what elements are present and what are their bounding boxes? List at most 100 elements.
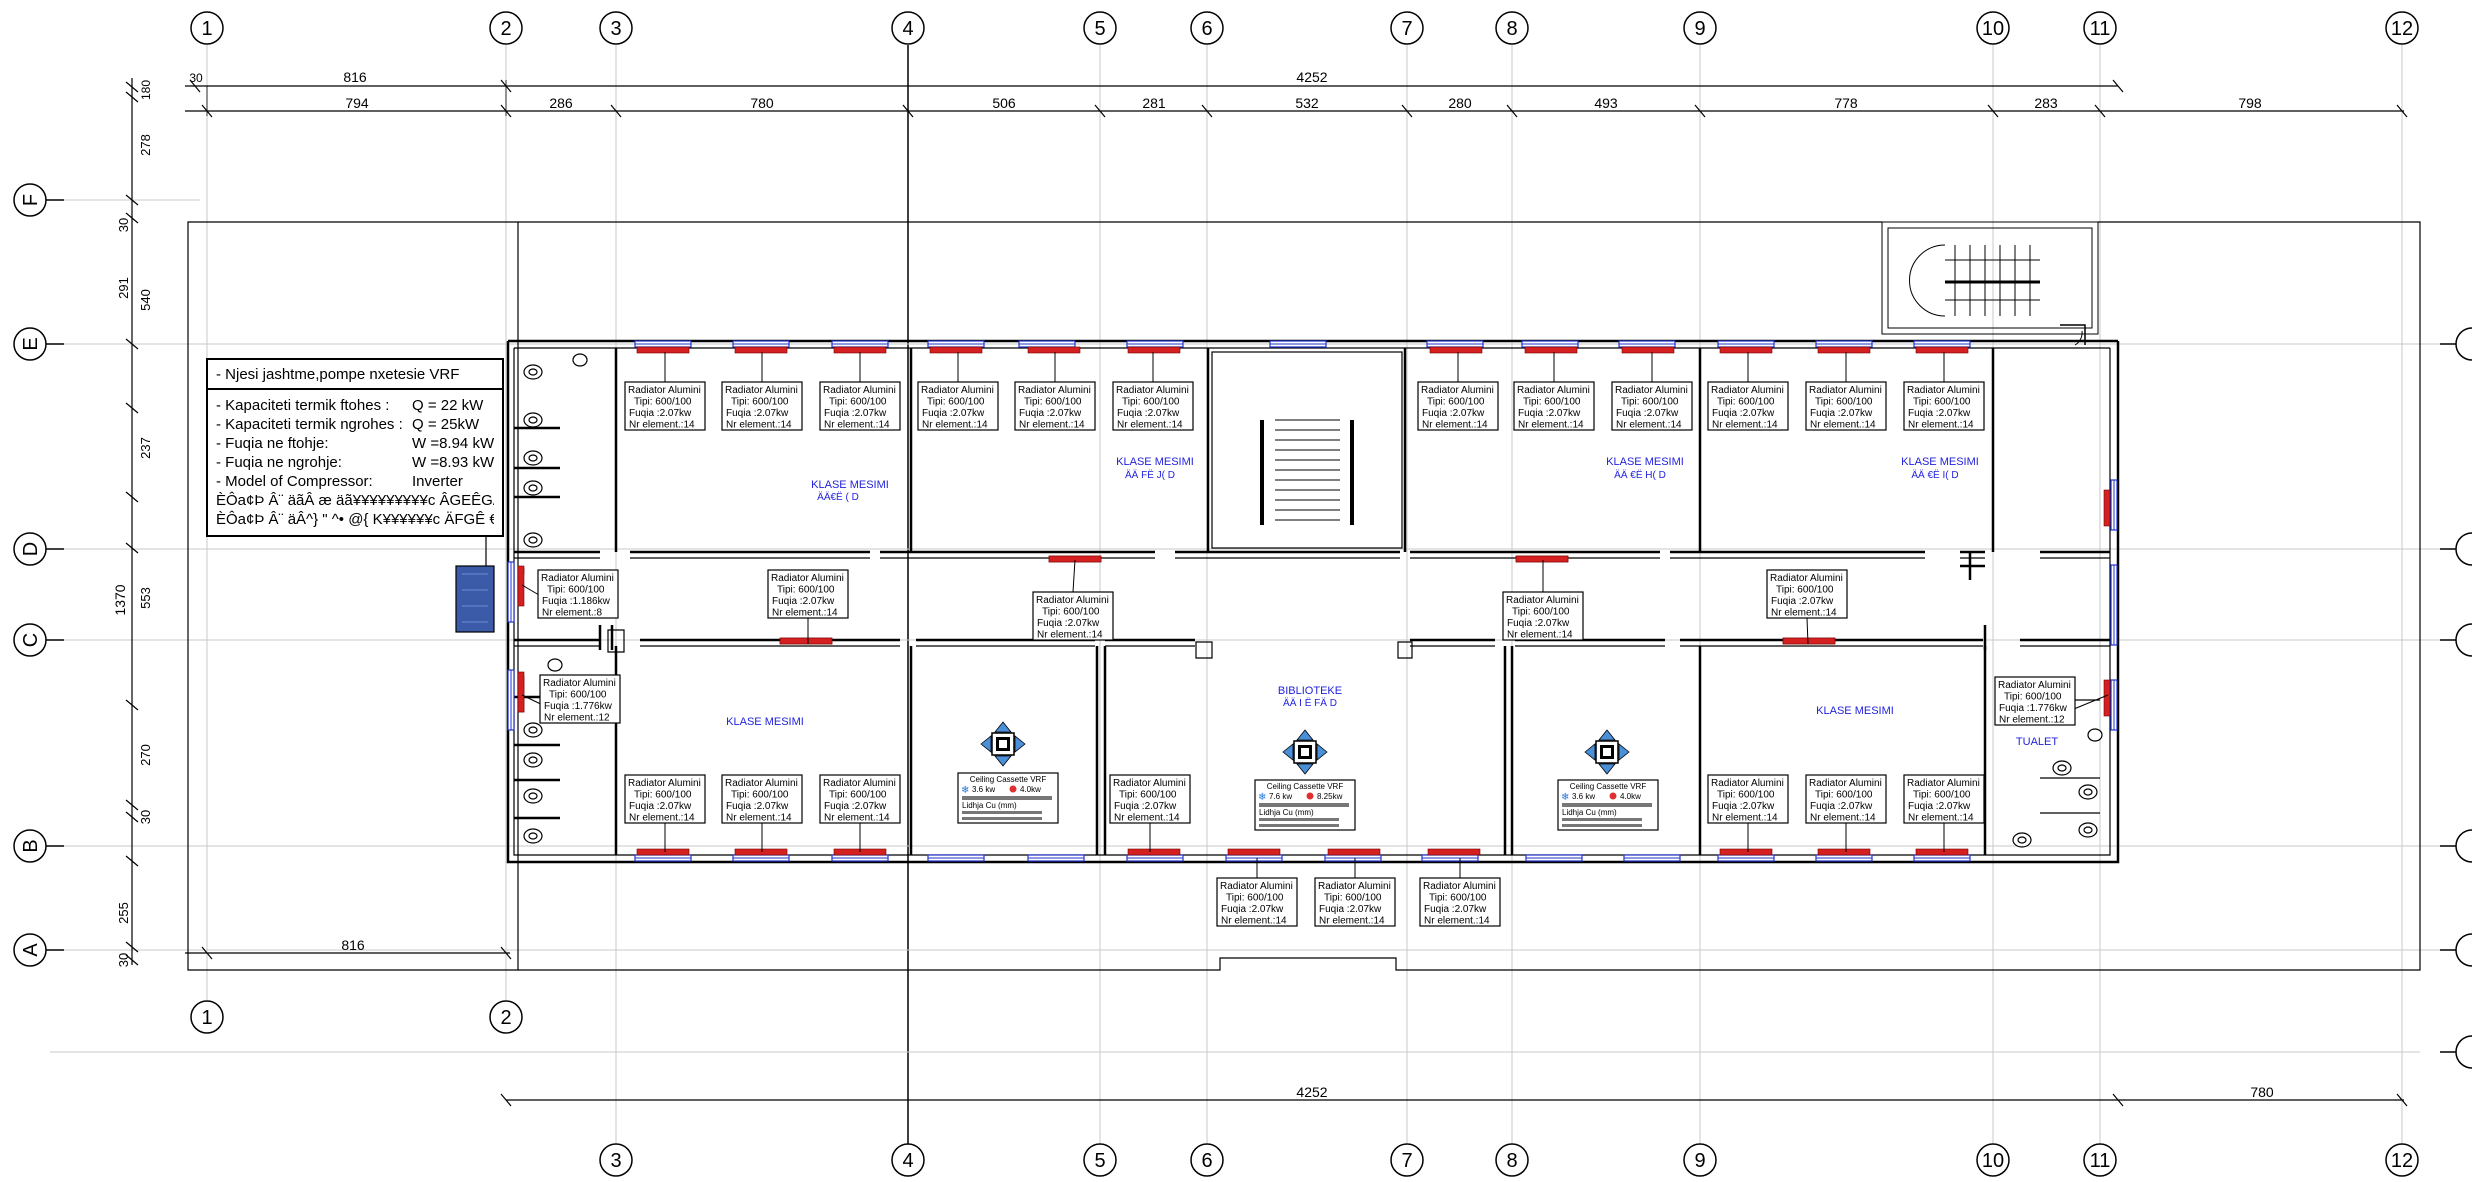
legend-rows: - Kapaciteti termik ftohes :Q = 22 kW - … xyxy=(208,390,502,535)
legend-row: - Fuqia ne ftohje:W =8.94 kW xyxy=(216,434,494,453)
radiator-label-line: Radiator Alumini xyxy=(1998,680,2071,691)
window xyxy=(927,854,985,862)
grid-bubble-label: 12 xyxy=(2391,1150,2413,1172)
grid-bubble-label: 4 xyxy=(902,1150,913,1172)
grid-bubble-label: 10 xyxy=(1982,18,2004,40)
legend-label: - Kapaciteti termik ngrohes : xyxy=(216,416,403,433)
cassette-title: Ceiling Cassette VRF xyxy=(1267,782,1344,791)
snowflake-icon: ❄ xyxy=(961,785,969,796)
grid-bubble-11: 11 xyxy=(2083,11,2117,45)
radiator-unit xyxy=(779,637,833,645)
radiator-unit xyxy=(1915,848,1969,856)
radiator-label-line: Nr element.:14 xyxy=(1319,916,1385,927)
window xyxy=(1717,854,1775,862)
radiator-label-line: Radiator Alumini xyxy=(1018,385,1091,396)
radiator-label-line: Radiator Alumini xyxy=(1113,778,1186,789)
grid-bubble-label: 4 xyxy=(902,18,913,40)
legend-value: Q = 22 kW xyxy=(412,397,484,414)
radiator-label-line: Nr element.:14 xyxy=(726,813,792,824)
grid-bubble-1: 1 xyxy=(190,1000,224,1034)
radiator-label-line: Fuqia :2.07kw xyxy=(1037,618,1100,629)
grid-bubble-5: 5 xyxy=(1083,1143,1117,1177)
radiator-label-line: Tipi: 600/100 xyxy=(549,690,607,701)
radiator-label-line: Radiator Alumini xyxy=(1809,385,1882,396)
radiator-label-line: Nr element.:14 xyxy=(629,813,695,824)
radiator-unit xyxy=(1127,346,1181,354)
window xyxy=(1815,340,1873,348)
radiator-unit xyxy=(1515,555,1569,563)
radiator-label-line: Tipi: 600/100 xyxy=(731,397,789,408)
radiator-label-line: Radiator Alumini xyxy=(921,385,994,396)
room-code: ÄÄ€Ë ( D xyxy=(817,491,859,503)
radiator-unit xyxy=(1719,848,1773,856)
radiator-unit xyxy=(1719,346,1773,354)
dimension-text: 816 xyxy=(341,937,365,953)
grid-bubble-7: 7 xyxy=(1390,11,1424,45)
dimension-text: 278 xyxy=(138,134,153,156)
radiator-label-line: Nr element.:14 xyxy=(922,420,988,431)
room-code: ÄÄ I Ë FÄ D xyxy=(1283,697,1337,709)
dimension-text: 280 xyxy=(1448,95,1472,111)
grid-bubble-label: E xyxy=(20,337,42,350)
grid-bubble-1: 1 xyxy=(190,11,224,45)
radiator-label-line: Fuqia :2.07kw xyxy=(1114,801,1177,812)
dimension-text: 1370 xyxy=(112,584,128,615)
grid-bubble-label: B xyxy=(20,839,42,852)
grid-bubble-label: 7 xyxy=(1401,18,1412,40)
radiator-label-line: Radiator Alumini xyxy=(1711,778,1784,789)
grid-bubble-9: 9 xyxy=(1683,1143,1717,1177)
grid-axes-horizontal xyxy=(50,199,2472,1053)
dimension-text: 30 xyxy=(116,218,131,232)
window xyxy=(1618,340,1676,348)
radiator-label-line: Fuqia :2.07kw xyxy=(726,408,789,419)
dimension-text: 798 xyxy=(2238,95,2262,111)
window xyxy=(1426,340,1484,348)
grid-bubble-label: D xyxy=(20,542,42,556)
radiator-label-line: Radiator Alumini xyxy=(1116,385,1189,396)
dimension-text: 780 xyxy=(2250,1084,2274,1100)
legend-code-line: ÈÔa¢Þ Â¨ äÂ^} " ^• @{ K¥¥¥¥¥¥c ÄFGÊ €Ä { xyxy=(216,511,494,528)
legend-row: - Fuqia ne ngrohje:W =8.93 kW xyxy=(216,453,494,472)
window xyxy=(507,561,515,623)
radiator-label-line: Fuqia :2.07kw xyxy=(1810,801,1873,812)
window xyxy=(1421,854,1479,862)
radiator-label-line: Radiator Alumini xyxy=(1517,385,1590,396)
dimension-text: 506 xyxy=(992,95,1016,111)
grid-bubble-label: 10 xyxy=(1982,1150,2004,1172)
radiator-label-line: Tipi: 600/100 xyxy=(1512,607,1570,618)
radiator-label-line: Nr element.:14 xyxy=(1712,813,1778,824)
radiator-unit xyxy=(1027,346,1081,354)
grid-bubble-label: 12 xyxy=(2391,18,2413,40)
room-label: KLASE MESIMI xyxy=(811,479,889,491)
grid-axes-vertical xyxy=(206,45,2403,1150)
radiator-label-line: Nr element.:14 xyxy=(824,813,890,824)
dimension-text: 281 xyxy=(1142,95,1166,111)
radiator-label-line: Nr element.:14 xyxy=(1908,420,1974,431)
legend-row: - Kapaciteti termik ngrohes :Q = 25kW xyxy=(216,415,494,434)
radiator-unit xyxy=(1621,346,1675,354)
radiator-label-line: Nr element.:14 xyxy=(1771,608,1837,619)
grid-bubble-12: 12 xyxy=(2385,11,2419,45)
grid-bubble-edge xyxy=(2440,623,2472,657)
radiator-unit xyxy=(1915,346,1969,354)
radiator-label-line: Tipi: 600/100 xyxy=(547,585,605,596)
windows xyxy=(507,340,2118,862)
radiator-label-line: Tipi: 600/100 xyxy=(634,397,692,408)
dimension-text: 780 xyxy=(750,95,774,111)
room-labels: KLASE MESIMI ÄÄ€Ë ( D KLASE MESIMI ÄÄ FË… xyxy=(726,456,2058,748)
radiator-label-line: Tipi: 600/100 xyxy=(1429,893,1487,904)
legend-code-line: ÈÔa¢Þ Â¨ äãÂ æ äã¥¥¥¥¥¥¥¥¥c ÂGEÊGÄ { xyxy=(216,492,494,509)
window xyxy=(1324,854,1382,862)
dimension-text: 493 xyxy=(1594,95,1618,111)
legend-value: W =8.93 kW xyxy=(412,454,494,471)
